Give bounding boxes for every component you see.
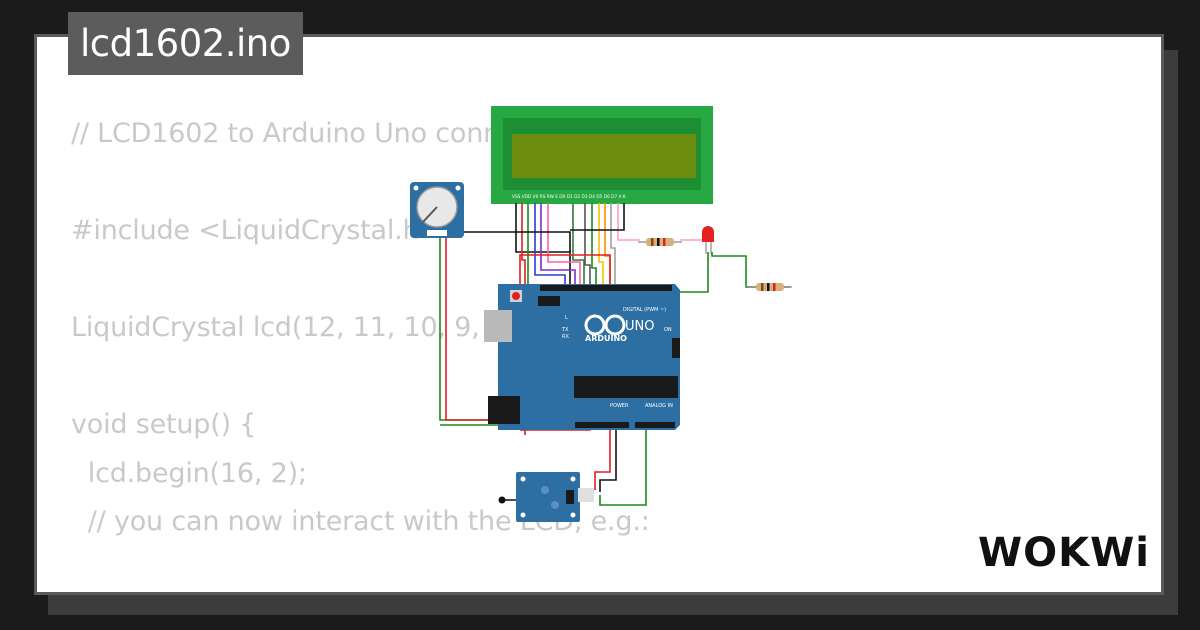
code-line: #include <LiquidCrystal.h>: [71, 215, 442, 246]
board-model: UNO: [625, 319, 654, 334]
code-line: void setup() {: [71, 409, 257, 440]
rx-label: RX: [562, 334, 569, 340]
tx-label: TX: [561, 327, 569, 333]
lcd1602-module[interactable]: VSS VDD V0 RS RW E D0 D1 D2 D3 D4 D5 D6 …: [491, 106, 713, 204]
analog-header: [635, 422, 675, 428]
code-line: lcd.begin(16, 2);: [71, 457, 307, 489]
atmega-chip: [574, 376, 678, 398]
power-jack[interactable]: [488, 396, 520, 424]
thermistor: [498, 496, 506, 504]
arduino-uno[interactable]: UNO ARDUINO DIGITAL (PWM ~) POWER ANALOG…: [484, 284, 680, 430]
lcd-screen: [512, 134, 696, 178]
resistor[interactable]: [748, 283, 792, 291]
temperature-sensor[interactable]: [498, 472, 595, 522]
board-brand: ARDUINO: [585, 334, 627, 343]
wokwi-logo: WOKWi: [978, 530, 1150, 574]
usb-port[interactable]: [484, 310, 512, 342]
file-title: lcd1602.ino: [68, 12, 303, 75]
digital-header: [540, 285, 672, 291]
led[interactable]: [702, 226, 714, 254]
lcd-pin-labels: VSS VDD V0 RS RW E D0 D1 D2 D3 D4 D5 D6 …: [512, 194, 626, 200]
on-label: ON: [664, 327, 672, 333]
power-header: [575, 422, 629, 428]
potentiometer[interactable]: [410, 182, 464, 238]
logo-text: WOKWi: [978, 530, 1150, 574]
l-label: L: [565, 315, 568, 321]
power-label: POWER: [610, 403, 629, 409]
digital-label: DIGITAL (PWM ~): [623, 307, 666, 313]
analog-label: ANALOG IN: [645, 403, 673, 409]
reset-button[interactable]: [512, 292, 520, 300]
resistor[interactable]: [638, 238, 682, 246]
